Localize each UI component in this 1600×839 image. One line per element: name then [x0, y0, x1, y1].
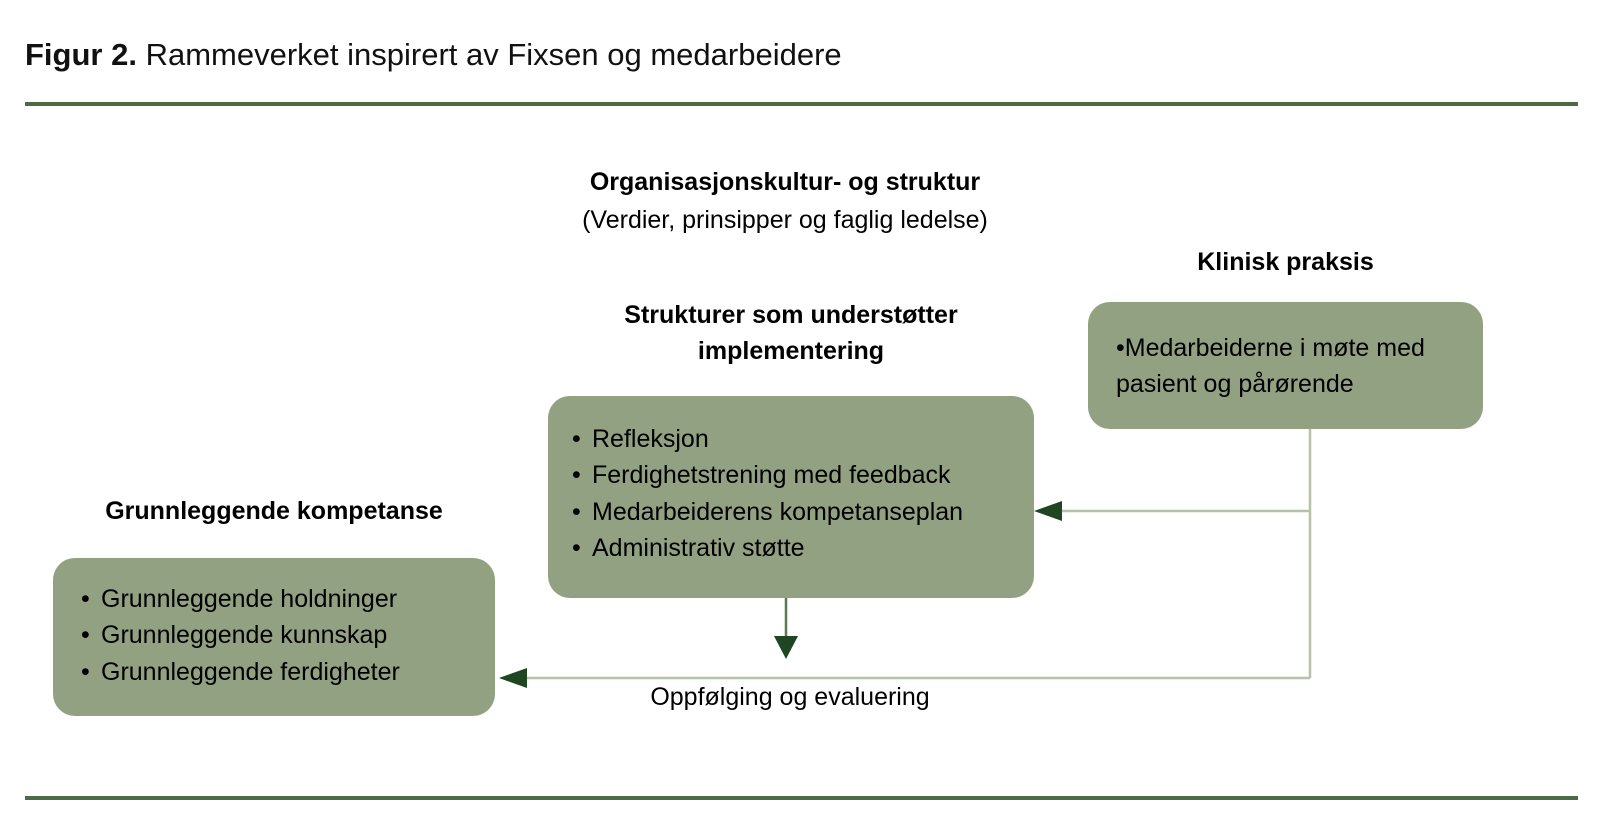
box-grunnleggende-kompetanse: • Grunnleggende holdninger • Grunnleggende…	[53, 558, 495, 716]
list-item: • Ferdighetstrening med feedback	[572, 457, 1034, 493]
page-title: Figur 2. Rammeverket inspirert av Fixsen…	[25, 37, 842, 72]
grunnleggende-list: • Grunnleggende holdninger • Grunnleggende…	[81, 581, 495, 690]
arrowhead-struktur-down	[774, 636, 798, 659]
bullet-icon: •	[572, 497, 581, 526]
figure-label: Figur 2.	[25, 37, 137, 72]
arrowhead-to-grunnleggende	[499, 668, 527, 688]
bullet-icon: •	[572, 533, 581, 562]
list-item-label: Grunnleggende ferdigheter	[101, 657, 400, 686]
divider-top	[25, 102, 1578, 106]
list-item: • Medarbeiderens kompetanseplan	[572, 494, 1034, 530]
list-item-label: Medarbeiderne i møte med pasient og pårø…	[1116, 334, 1425, 399]
divider-bottom	[25, 796, 1578, 800]
bullet-icon: •	[1116, 334, 1125, 362]
list-item: • Grunnleggende holdninger	[81, 581, 495, 617]
box-struktur: • Refleksjon • Ferdighetstrening med feedb…	[548, 396, 1034, 598]
list-item-label: Medarbeiderens kompetanseplan	[592, 497, 964, 526]
org-culture-subheading: (Verdier, prinsipper og faglig ledelse)	[582, 206, 988, 234]
grunnleggende-kompetanse-heading: Grunnleggende kompetanse	[105, 497, 443, 525]
struktur-list: • Refleksjon • Ferdighetstrening med feedb…	[572, 421, 1034, 566]
bullet-icon: •	[81, 621, 90, 650]
list-item: • Grunnleggende kunnskap	[81, 617, 495, 653]
bullet-icon: •	[81, 585, 90, 613]
list-item: • Refleksjon	[572, 421, 1034, 457]
list-item-label: Administrativ støtte	[592, 533, 805, 562]
struktur-heading: Strukturer som understøtter implementeri…	[624, 301, 958, 365]
list-item: • Administrativ støtte	[572, 530, 1034, 566]
arrowhead-to-struktur	[1034, 501, 1062, 521]
bullet-icon: •	[572, 461, 581, 490]
list-item-label: Grunnleggende kunnskap	[101, 621, 388, 650]
figure-caption: Rammeverket inspirert av Fixsen og medar…	[145, 37, 842, 72]
list-item-label: Ferdighetstrening med feedback	[592, 461, 951, 490]
bullet-icon: •	[572, 425, 581, 453]
list-item-label: Grunnleggende holdninger	[101, 585, 398, 613]
bullet-icon: •	[81, 657, 90, 686]
list-item-label: Refleksjon	[592, 425, 709, 453]
feedback-arrow-label: Oppfølging og evaluering	[650, 683, 930, 711]
list-item: •Medarbeiderne i møte med pasient og pår…	[1116, 330, 1465, 403]
org-culture-heading: Organisasjonskultur- og struktur	[589, 168, 981, 196]
box-klinisk-praksis: •Medarbeiderne i møte med pasient og pår…	[1088, 302, 1483, 429]
list-item: • Grunnleggende ferdigheter	[81, 654, 495, 690]
klinisk-praksis-heading: Klinisk praksis	[1197, 248, 1374, 276]
